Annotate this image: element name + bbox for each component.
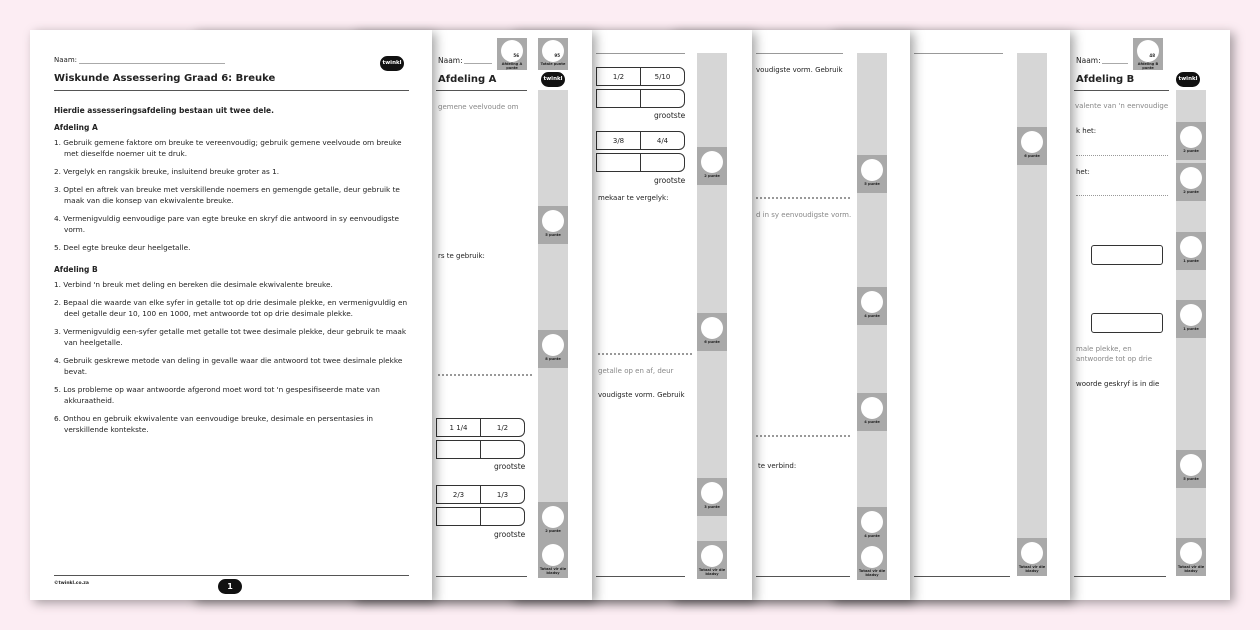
name-label: Naam:	[1076, 56, 1101, 65]
section-heading: Afdeling A	[438, 74, 497, 85]
question-text: het:	[1076, 168, 1090, 176]
score-circle: 2 punte	[697, 147, 727, 185]
list-item: 5. Deel egte breuke deur heelgetalle.	[54, 243, 191, 252]
answer-box[interactable]	[1091, 313, 1163, 333]
largest-label: grootste	[654, 111, 686, 120]
question-text: te verbind:	[758, 462, 797, 470]
twinkl-logo: twinkl	[380, 56, 404, 71]
question-text: k het:	[1076, 127, 1097, 135]
question-text: gemene veelvoude om	[438, 103, 519, 111]
page-total-circle: Totaal vir die bladsy	[538, 540, 568, 578]
list-item: 3. Optel en aftrek van breuke met verski…	[54, 185, 400, 205]
list-item: 5. Los probleme op waar antwoorde afgero…	[54, 385, 380, 405]
answer-table[interactable]	[596, 89, 685, 108]
list-item: 4. Gebruik geskrewe metode van deling in…	[54, 356, 403, 376]
list-item: 1. Verbind 'n breuk met deling en bereke…	[54, 280, 333, 289]
intro-text: Hierdie assesseringsafdeling bestaan uit…	[54, 106, 274, 115]
question-text: d in sy eenvoudigste vorm.	[756, 211, 852, 219]
question-text: woorde geskryf is in die	[1076, 380, 1160, 388]
score-circle: 4 punte	[857, 393, 887, 431]
page-total-circle: Totaal vir die bladsy	[857, 542, 887, 580]
score-circle: 4 punte	[857, 287, 887, 325]
question-text: antwoorde tot op drie	[1076, 355, 1153, 363]
score-circle: 8 punte	[538, 330, 568, 368]
page-total-circle: Totaal vir die bladsy	[1176, 538, 1206, 576]
score-circle: 1 punte	[1176, 300, 1206, 338]
answer-table[interactable]	[436, 440, 525, 459]
largest-label: grootste	[494, 462, 526, 471]
name-label: Naam:	[438, 56, 463, 65]
section-b-heading: Afdeling B	[54, 265, 98, 274]
score-circle: 6 punte	[1017, 127, 1047, 165]
list-item: 6. Onthou en gebruik ekwivalente van een…	[54, 414, 374, 434]
page-number: 1	[218, 579, 242, 594]
section-heading: Afdeling B	[1076, 74, 1135, 85]
answer-table[interactable]	[596, 153, 685, 172]
question-text: mekaar te vergelyk:	[598, 194, 669, 202]
page-title: Wiskunde Assessering Graad 6: Breuke	[54, 73, 276, 84]
question-text: valente van 'n eenvoudige	[1075, 102, 1169, 110]
score-circle: 5 punte	[538, 206, 568, 244]
score-circle: 4 punte	[857, 507, 887, 545]
worksheet-page-1: Naam: twinkl Wiskunde Assessering Graad …	[30, 30, 432, 600]
list-item: 4. Vermenigvuldig eenvoudige pare van eg…	[54, 214, 399, 234]
score-circle: 2 punte	[538, 502, 568, 540]
list-item: 2. Vergelyk en rangskik breuke, insluite…	[54, 167, 280, 176]
page-total-circle: Totaal vir die bladsy	[697, 541, 727, 579]
name-label: Naam:	[54, 56, 77, 64]
list-item: 2. Bepaal die waarde van elke syfer in g…	[54, 298, 408, 318]
question-text: getalle op en af, deur	[598, 367, 674, 375]
question-text: voudigste vorm. Gebruik	[756, 66, 843, 74]
question-text: voudigste vorm. Gebruik	[598, 391, 685, 399]
section-a-heading: Afdeling A	[54, 123, 98, 132]
section-b-list: 1. Verbind 'n breuk met deling en bereke…	[54, 279, 409, 435]
score-circle: 5 punte	[857, 155, 887, 193]
score-column	[538, 90, 568, 568]
question-text: rs te gebruik:	[438, 252, 485, 260]
list-item: 3. Vermenigvuldig een-syfer getalle met …	[54, 327, 407, 347]
question-text: male plekke, en	[1076, 345, 1132, 353]
answer-box[interactable]	[1091, 245, 1163, 265]
largest-label: grootste	[494, 530, 526, 539]
largest-label: grootste	[654, 176, 686, 185]
section-a-list: 1. Gebruik gemene faktore om breuke te v…	[54, 137, 409, 253]
list-item: 1. Gebruik gemene faktore om breuke te v…	[54, 138, 402, 158]
twinkl-logo: twinkl	[1176, 72, 1200, 87]
answer-table[interactable]	[436, 507, 525, 526]
score-circle: 2 punte	[1176, 163, 1206, 201]
score-circle: 3 punte	[697, 478, 727, 516]
footer-text: ©twinkl.co.za	[54, 581, 89, 586]
score-circle: 2 punte	[1176, 122, 1206, 160]
score-circle: 1 punte	[1176, 232, 1206, 270]
score-circle: 6 punte	[697, 313, 727, 351]
twinkl-logo: twinkl	[541, 72, 565, 87]
page-total-circle: Totaal vir die bladsy	[1017, 538, 1047, 576]
name-field[interactable]	[79, 63, 225, 64]
score-circle: 5 punte	[1176, 450, 1206, 488]
